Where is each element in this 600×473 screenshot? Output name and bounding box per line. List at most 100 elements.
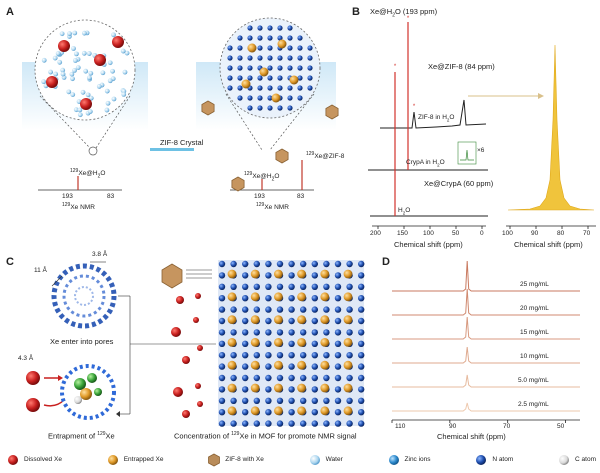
- lattice-node: [311, 295, 318, 302]
- zif-cage-top: [51, 263, 117, 329]
- lattice-node: [218, 329, 226, 336]
- lattice-node: [358, 386, 365, 393]
- entrapped-xe: [277, 39, 287, 49]
- lattice-entrapped-xe: [320, 360, 330, 370]
- lattice-node: [346, 420, 353, 427]
- lattice-node: [311, 397, 318, 404]
- mof-node: [267, 85, 273, 91]
- lattice-node: [218, 420, 226, 427]
- water-molecule: [59, 31, 65, 37]
- lattice-node: [311, 363, 318, 370]
- zoom-tick-100: 100: [502, 230, 513, 237]
- mof-node: [257, 95, 263, 101]
- dim-xe: 4.3 Å: [18, 355, 34, 362]
- lattice-entrapped-xe: [227, 338, 237, 347]
- lattice-node: [288, 420, 295, 427]
- lattice-node: [218, 306, 226, 313]
- lattice-node: [218, 352, 226, 359]
- mof-node: [267, 75, 273, 81]
- lattice-node: [218, 386, 226, 393]
- b-peak-h2o-label: Xe@H2O (193 ppm): [370, 7, 438, 19]
- lattice-node: [358, 272, 365, 279]
- mof-node: [297, 95, 303, 101]
- pores-caption: Xe enter into pores: [50, 337, 114, 346]
- mof-node: [227, 65, 233, 71]
- c-atom-icon: [559, 455, 570, 465]
- lattice-node: [288, 295, 295, 302]
- lattice-node: [311, 374, 318, 382]
- water-molecule: [121, 91, 127, 97]
- lattice-node: [253, 306, 260, 313]
- lattice-node: [276, 420, 284, 427]
- dissolved-xe: [80, 98, 92, 110]
- water-molecule: [66, 89, 72, 95]
- lattice-entrapped-xe: [297, 406, 306, 416]
- lattice-node: [230, 306, 237, 313]
- water-molecule: [55, 51, 61, 56]
- xe-sphere-pore: [26, 371, 40, 385]
- lattice-entrapped-xe: [343, 406, 353, 416]
- d-tick-50: 50: [557, 423, 565, 430]
- lattice-node: [358, 409, 365, 416]
- mof-node: [287, 65, 293, 71]
- lattice-node: [265, 386, 272, 393]
- a-left-axis-label: 129Xe NMR: [62, 202, 95, 212]
- concentration-spectrum: [392, 402, 580, 412]
- water-molecule: [52, 55, 58, 61]
- zif-crystal-icon: [208, 453, 221, 467]
- lattice-node: [323, 374, 330, 382]
- svg-text:*: *: [413, 104, 416, 110]
- lattice-node: [334, 272, 342, 279]
- concentration-spectrum: [392, 260, 580, 292]
- lattice-node: [288, 409, 295, 416]
- lattice-node: [253, 352, 260, 359]
- b-tick-50: 50: [452, 230, 460, 237]
- lattice-entrapped-xe: [227, 383, 237, 393]
- lattice-node: [358, 329, 365, 336]
- mof-node: [257, 45, 263, 51]
- lattice-node: [358, 352, 365, 359]
- lattice-node: [334, 352, 342, 359]
- red-sphere-icon: [8, 455, 18, 465]
- mof-node: [277, 105, 283, 111]
- zif-crystal: [325, 104, 339, 120]
- mof-node: [267, 95, 273, 101]
- lattice-node: [265, 306, 272, 313]
- b-tick-0: 0: [480, 230, 484, 237]
- lattice-node: [323, 283, 330, 290]
- mof-node: [227, 55, 233, 61]
- zoom-spectrum: [507, 44, 595, 211]
- d-tick-110: 110: [395, 423, 406, 430]
- water-molecule: [72, 58, 78, 63]
- water-molecule: [111, 96, 117, 102]
- lattice-entrapped-xe: [343, 315, 353, 324]
- lattice-node: [334, 386, 342, 393]
- mof-node: [237, 55, 243, 61]
- a-right-axis-label: 129Xe NMR: [256, 202, 289, 212]
- panel-b-letter: B: [352, 6, 360, 18]
- mof-node: [247, 95, 253, 101]
- d-conc-15: 15 mg/mL: [520, 329, 549, 336]
- mof-node: [287, 45, 293, 51]
- lattice-entrapped-xe: [343, 338, 353, 347]
- mof-node: [307, 75, 313, 81]
- mof-node: [307, 85, 313, 91]
- mof-node: [227, 75, 233, 81]
- zif-crystal: [231, 176, 245, 192]
- lattice-entrapped-xe: [274, 406, 283, 416]
- lattice-node: [346, 260, 353, 268]
- mof-node: [267, 55, 273, 61]
- lattice-node: [276, 352, 284, 359]
- d-conc-25: 25 mg/mL: [520, 281, 549, 288]
- lattice-node: [288, 340, 295, 347]
- water-molecule: [41, 79, 47, 85]
- lattice-node: [218, 409, 226, 416]
- water-molecule: [73, 107, 79, 113]
- legend-label: N atom: [492, 455, 514, 463]
- lattice-node: [311, 272, 318, 279]
- lattice-node: [253, 329, 260, 336]
- lattice-node: [242, 260, 249, 268]
- lattice-node: [346, 306, 353, 313]
- lattice-entrapped-xe: [297, 292, 306, 302]
